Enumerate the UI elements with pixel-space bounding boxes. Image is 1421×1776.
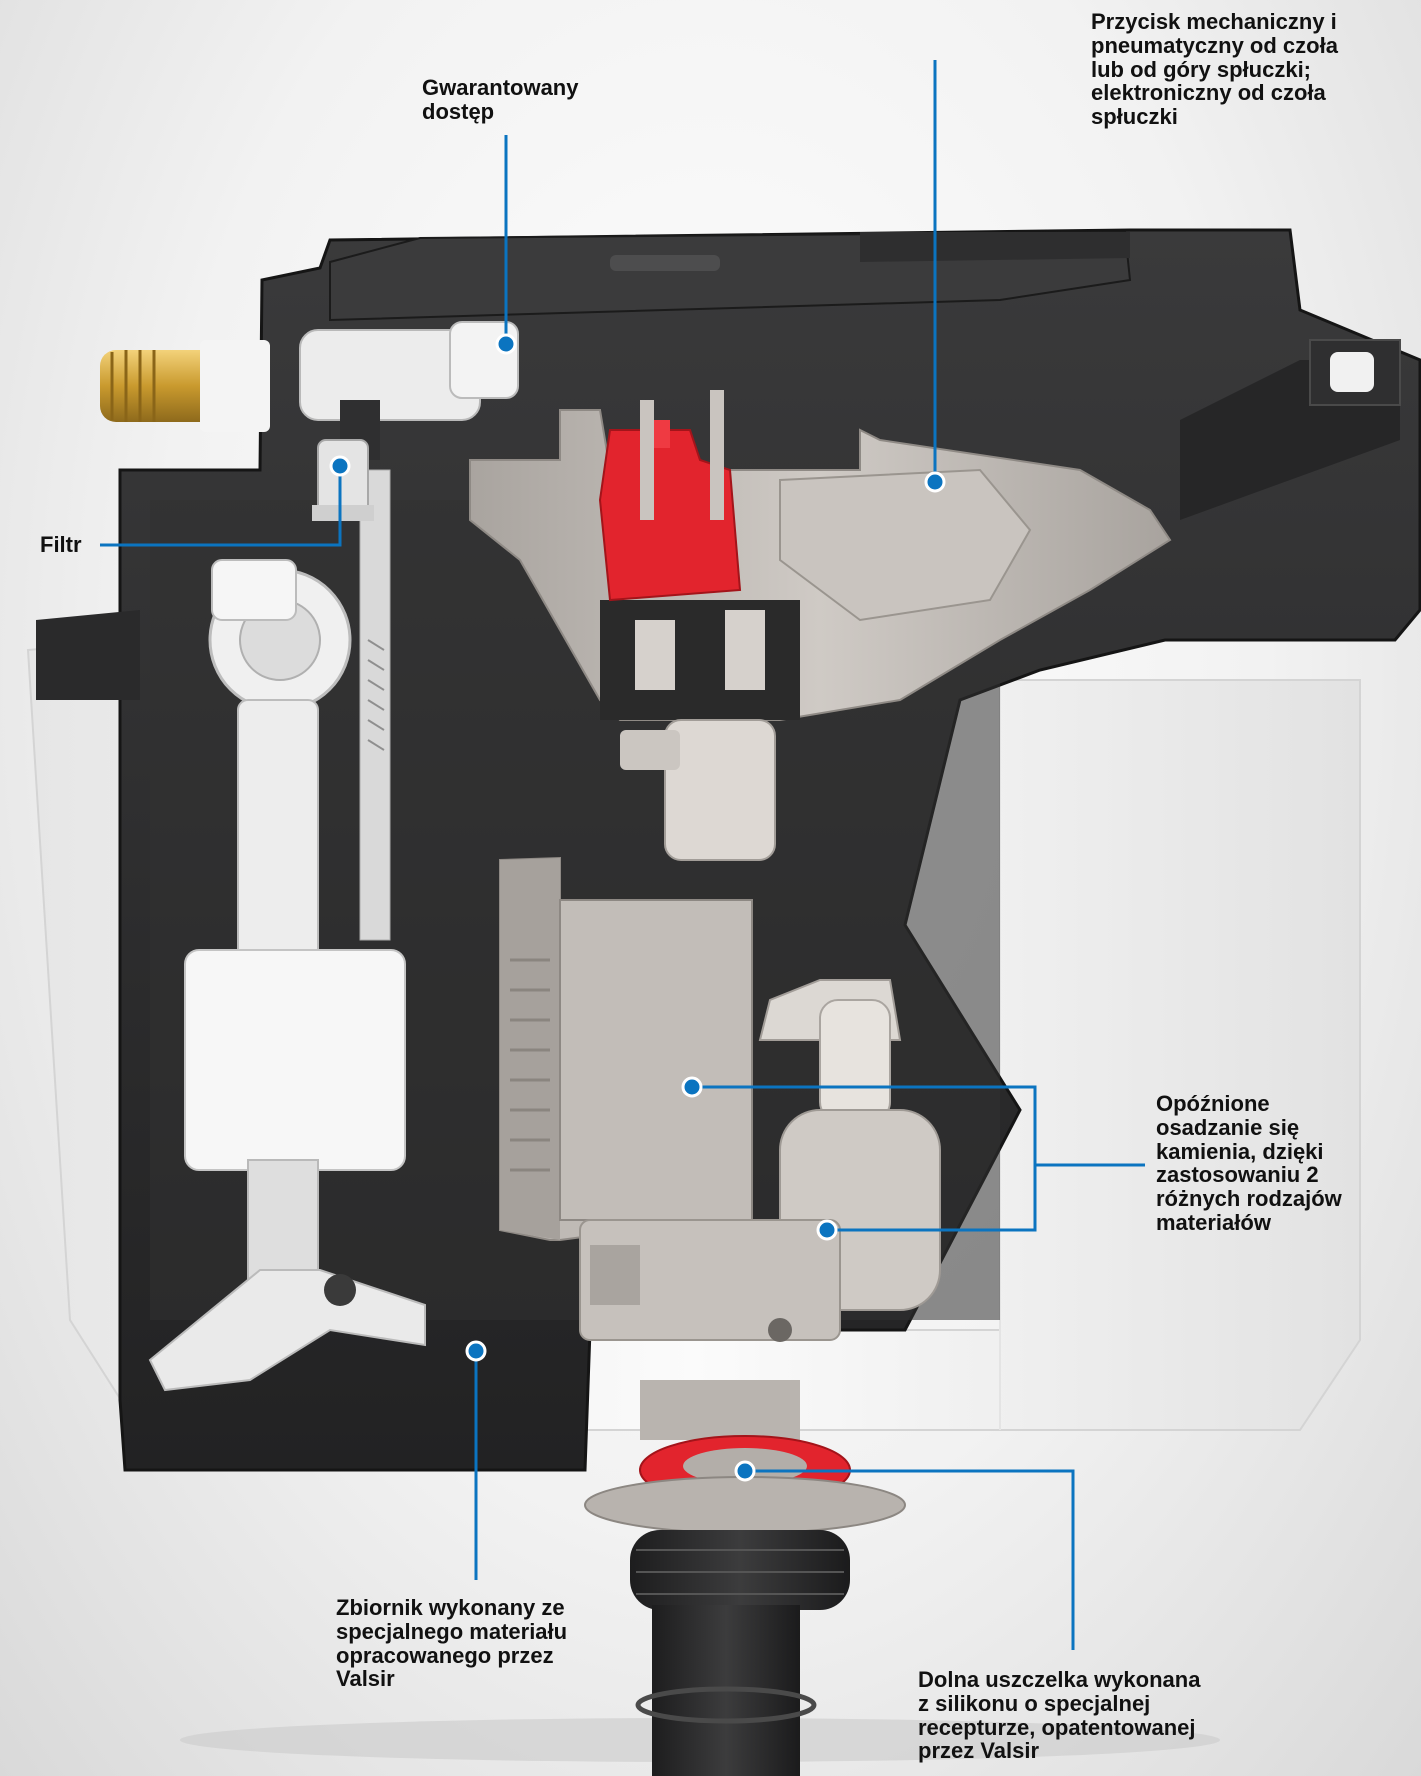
label-flush-button: Przycisk mechaniczny i pneumatyczny od c… <box>1091 9 1338 129</box>
callout-dot-button <box>924 471 946 493</box>
label-bottom-seal: Dolna uszczelka wykonana z silikonu o sp… <box>918 1667 1201 1764</box>
silicone-seal <box>584 1435 906 1534</box>
callout-dot-limescale-lower <box>816 1219 838 1241</box>
callout-line-limescale <box>692 1085 1037 1232</box>
outlet-pipe <box>630 1530 850 1776</box>
flush-valve-icon <box>469 390 1172 861</box>
callout-dot-limescale-upper <box>681 1076 703 1098</box>
callout-dot-filter <box>329 455 351 477</box>
filter-valve-icon <box>312 439 374 521</box>
label-tank-material: Zbiornik wykonany ze specjalnego materia… <box>336 1595 568 1692</box>
callout-lines <box>100 60 1145 1650</box>
callout-dots <box>329 333 946 1482</box>
callout-line-seal <box>745 1469 1075 1650</box>
label-filter: Filtr <box>40 532 82 557</box>
flush-valve-body <box>499 856 941 1440</box>
callout-line-filter <box>100 466 342 547</box>
callout-dot-access <box>495 333 517 355</box>
label-guaranteed-access: Gwarantowany dostęp <box>422 75 579 124</box>
label-limescale: Opóźnione osadzanie się kamienia, dzięki… <box>1156 1091 1342 1235</box>
callout-dot-seal <box>734 1460 756 1482</box>
brass-inlet-icon <box>100 340 270 432</box>
lid-plate <box>329 230 1132 322</box>
float-valve-icon <box>148 469 426 1392</box>
callout-dot-tank <box>465 1340 487 1362</box>
